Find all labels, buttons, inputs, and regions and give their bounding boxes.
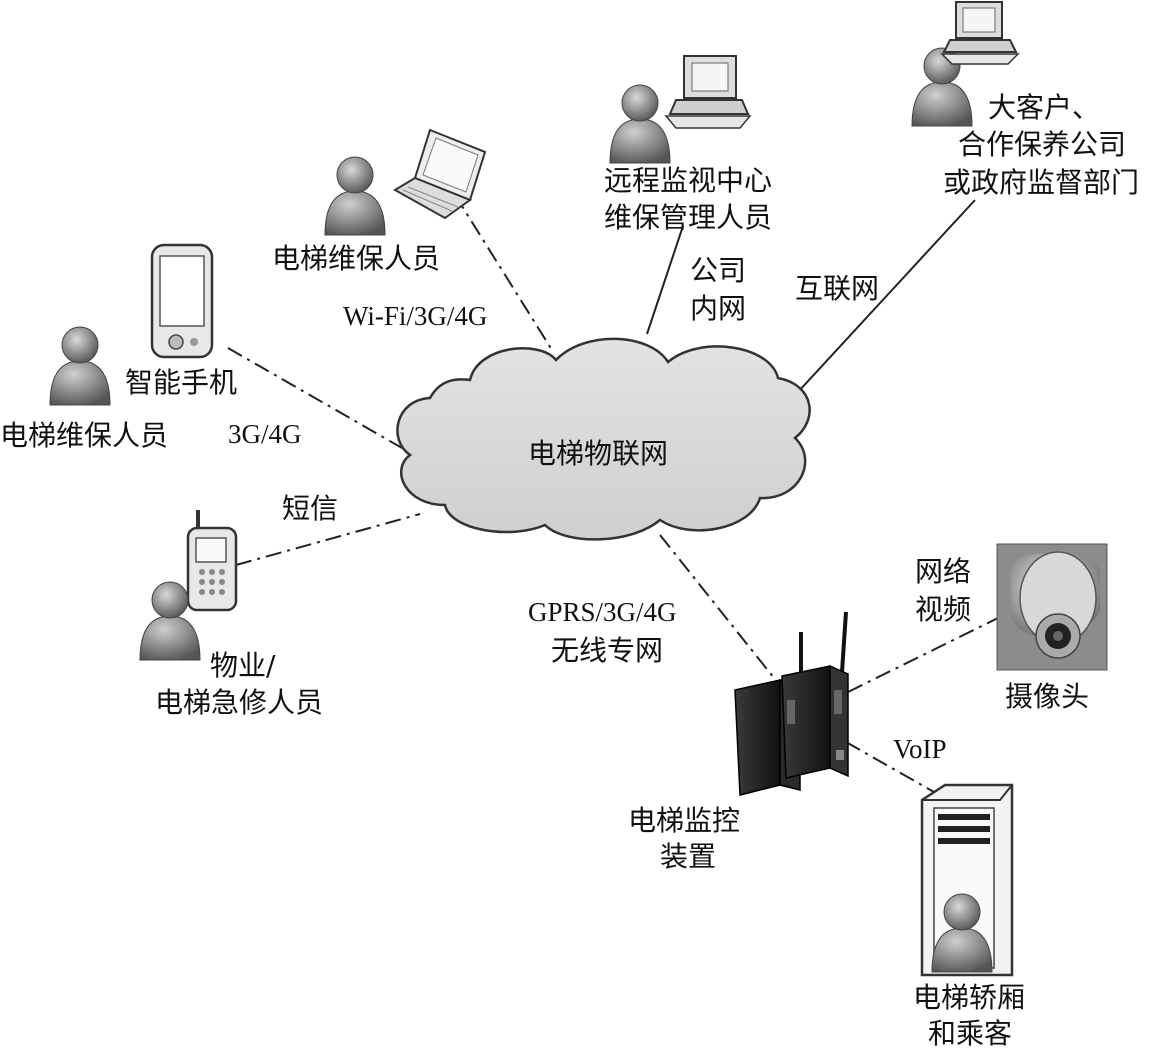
smartphone-staff-label: 电梯维保人员 xyxy=(0,419,168,452)
link-label-video-1: 网络 xyxy=(915,555,971,588)
link-video xyxy=(847,617,999,693)
laptop-icon xyxy=(393,128,487,220)
link-label-cellular: 3G/4G xyxy=(228,419,302,449)
monitor-center-node: 远程监视中心 维保管理人员 xyxy=(604,55,772,234)
monitor-center-line-2: 维保管理人员 xyxy=(604,201,772,234)
cloud-label: 电梯物联网 xyxy=(528,437,668,470)
desktop-computer-icon xyxy=(664,55,752,129)
link-label-intranet-1: 公司 xyxy=(690,254,746,287)
desktop-computer-icon xyxy=(940,1,1020,65)
mobile-phone-icon xyxy=(186,510,238,612)
link-intranet xyxy=(646,225,684,335)
link-cellular xyxy=(227,347,403,449)
link-label-sms: 短信 xyxy=(282,492,338,525)
sms-staff-line-1: 物业/ xyxy=(210,649,276,682)
link-wireless xyxy=(659,534,779,684)
big-client-node: 大客户、 合作保养公司 或政府监督部门 xyxy=(911,1,1139,199)
link-internet xyxy=(797,199,976,393)
person-icon xyxy=(609,84,671,164)
camera-icon xyxy=(996,543,1108,671)
smartphone-icon xyxy=(150,243,214,359)
laptop-staff-label: 电梯维保人员 xyxy=(272,242,440,275)
sms-staff-node: 物业/ 电梯急修人员 xyxy=(139,510,323,719)
link-label-wifi: Wi-Fi/3G/4G xyxy=(343,301,487,331)
laptop-staff-node: 电梯维保人员 xyxy=(272,128,487,275)
camera-node: 摄像头 xyxy=(996,543,1108,713)
link-label-intranet-2: 内网 xyxy=(690,292,746,325)
person-icon xyxy=(324,156,386,236)
car-line-1: 电梯轿厢 xyxy=(913,981,1025,1014)
link-label-voip: VoIP xyxy=(893,734,947,764)
sms-staff-line-2: 电梯急修人员 xyxy=(155,686,323,719)
big-client-line-3: 或政府监督部门 xyxy=(943,166,1139,199)
monitor-device-node: 电梯监控 装置 xyxy=(628,611,849,873)
monitor-device-line-2: 装置 xyxy=(660,840,716,873)
car-line-2: 和乘客 xyxy=(928,1017,1012,1050)
person-icon xyxy=(49,326,111,406)
link-label-wireless-2: 无线专网 xyxy=(551,634,663,667)
link-sms xyxy=(235,513,421,566)
link-label-video-2: 视频 xyxy=(915,593,971,626)
big-client-line-2: 合作保养公司 xyxy=(958,128,1126,161)
smartphone-staff-node: 智能手机 电梯维保人员 xyxy=(0,243,237,452)
camera-label: 摄像头 xyxy=(1005,680,1089,713)
link-label-internet: 互联网 xyxy=(795,272,879,305)
iot-cloud: 电梯物联网 xyxy=(396,337,811,541)
big-client-line-1: 大客户、 xyxy=(988,91,1100,124)
link-label-wireless-1: GPRS/3G/4G xyxy=(528,597,677,627)
monitor-center-line-1: 远程监视中心 xyxy=(604,164,772,197)
router-device-icon xyxy=(734,611,849,796)
car-node: 电梯轿厢 和乘客 xyxy=(913,783,1025,1050)
link-voip xyxy=(845,741,949,801)
smartphone-label: 智能手机 xyxy=(125,366,237,399)
monitor-device-line-1: 电梯监控 xyxy=(628,804,740,837)
